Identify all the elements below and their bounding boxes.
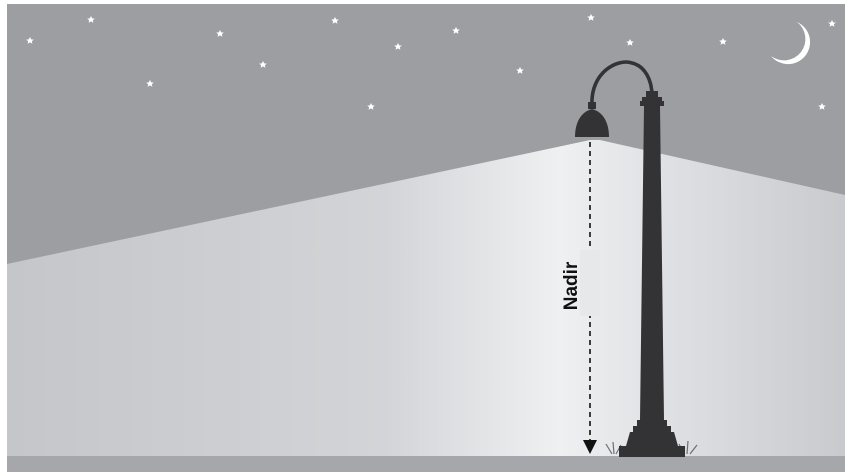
nadir-label: Nadir [561,261,582,310]
lamp-pole [640,106,664,420]
lamp-neck [588,102,596,109]
ground [7,456,845,472]
